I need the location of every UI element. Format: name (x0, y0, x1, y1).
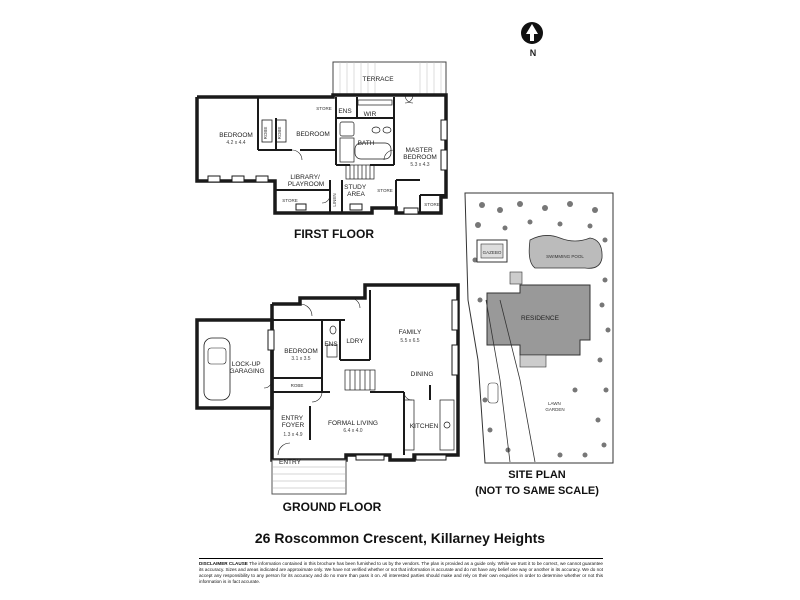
family-dim: 5.5 x 6.5 (400, 338, 419, 344)
entry-foyer-label: ENTRY FOYER (281, 415, 305, 429)
gf-ens-label: ENS (324, 341, 338, 348)
bedroom-2-label: BEDROOM (296, 131, 330, 138)
library-label-line1: LIBRARY/ (290, 174, 320, 181)
garage-label-line2: GARAGING (229, 368, 264, 375)
bedroom-1-label: BEDROOM (219, 132, 253, 139)
pool-label: SWIMMING POOL (546, 254, 584, 259)
library-label-line2: PLAYROOM (288, 181, 324, 188)
study-area-label: STUDY AREA (344, 184, 368, 198)
entry-foyer-dim: 1.3 x 4.9 (283, 432, 302, 438)
bath-label: BATH (358, 140, 375, 147)
dining-label: DINING (411, 371, 434, 378)
master-bedroom-label: MASTER BEDROOM (403, 147, 437, 161)
store-3-label: STORE (377, 188, 392, 193)
robe-1-label: ROBE (263, 127, 268, 140)
ldry-label: LDRY (346, 338, 364, 345)
gazebo-label: GAZEBO (483, 250, 502, 255)
site-plan-title: SITE PLAN (508, 469, 566, 481)
property-address: 26 Roscommon Crescent, Killarney Heights (254, 530, 546, 546)
site-plan-subtitle: (NOT TO SAME SCALE) (475, 485, 599, 497)
master-bedroom-label-line2: BEDROOM (403, 154, 437, 161)
ground-floor-title: GROUND FLOOR (283, 500, 382, 514)
disclaimer-lead: DISCLAIMER CLAUSE (199, 561, 248, 566)
north-label: N (530, 48, 537, 58)
terrace-label: TERRACE (362, 76, 394, 83)
ground-floor-plan (195, 283, 460, 495)
store-2-label: STORE (282, 198, 297, 203)
garage-label: LOCK-UP GARAGING (229, 361, 264, 375)
disclaimer-clause: DISCLAIMER CLAUSE The information contai… (199, 558, 603, 599)
robe-2-label: ROBE (277, 127, 282, 140)
gf-robe-label: ROBE (291, 383, 304, 388)
site-plan (464, 192, 614, 464)
bedroom-1-dim: 4.2 x 4.4 (226, 140, 245, 146)
lawn-garden-label: LAWN GARDEN (545, 401, 564, 412)
entry-foyer-label-line1: ENTRY (281, 415, 304, 422)
residence-label: RESIDENCE (521, 315, 560, 322)
lawn-garden-label-line1: LAWN (548, 401, 561, 406)
formal-living-dim: 6.4 x 4.0 (343, 428, 362, 434)
lawn-garden-label-line2: GARDEN (545, 407, 564, 412)
ens-label: ENS (338, 108, 352, 115)
study-area-label-line2: AREA (347, 191, 365, 198)
store-4-label: STORE (424, 202, 439, 207)
gf-bedroom-label: BEDROOM (284, 348, 318, 355)
store-1-label: STORE (316, 106, 331, 111)
entry-foyer-label-line2: FOYER (282, 422, 305, 429)
first-floor-plan (195, 61, 448, 215)
study-area-label-line1: STUDY (344, 184, 367, 191)
wir-label: WIR (364, 111, 377, 118)
master-bedroom-label-line1: MASTER (406, 147, 433, 154)
kitchen-label: KITCHEN (410, 423, 439, 430)
family-label: FAMILY (399, 329, 422, 336)
formal-living-label: FORMAL LIVING (328, 420, 378, 427)
library-label: LIBRARY/ PLAYROOM (288, 174, 324, 188)
master-bedroom-dim: 5.3 x 4.3 (410, 162, 429, 168)
garage-label-line1: LOCK-UP (232, 361, 261, 368)
north-arrow-icon: N (521, 22, 543, 58)
disclaimer-text: The information contained in this brochu… (199, 561, 603, 584)
entry-label: ENTRY (279, 459, 302, 466)
first-floor-title: FIRST FLOOR (294, 227, 374, 241)
gf-bedroom-dim: 3.1 x 3.5 (291, 356, 310, 362)
linen-label: LINEN (332, 193, 337, 206)
